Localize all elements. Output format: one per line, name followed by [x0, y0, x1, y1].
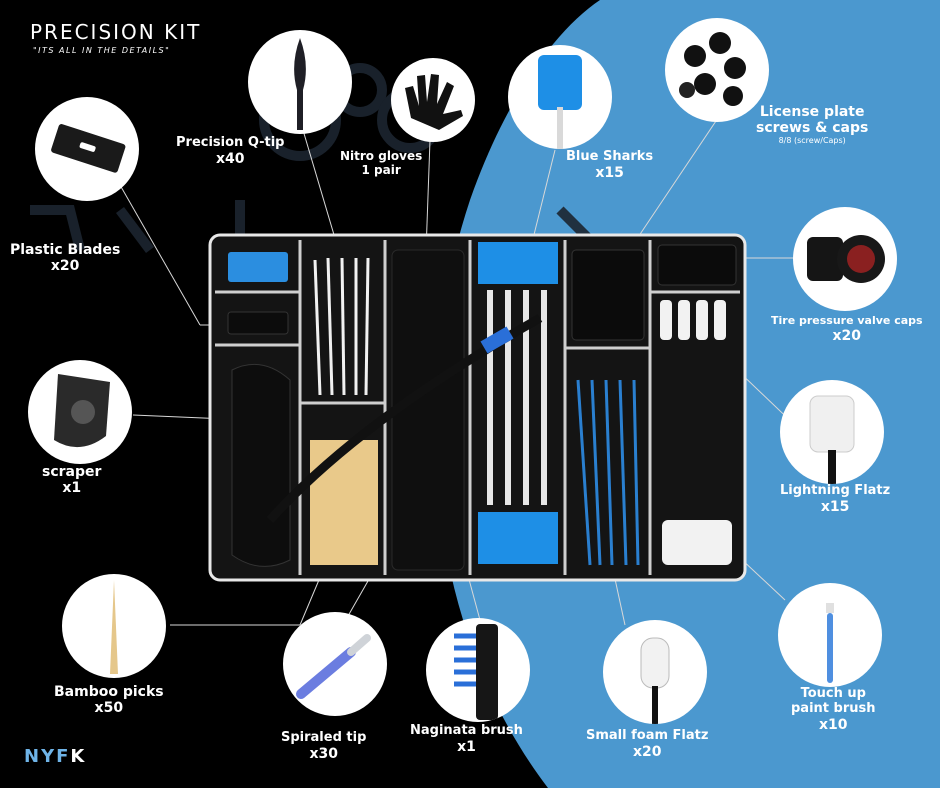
spiral-tip-icon: [296, 634, 371, 699]
label-lightning-flatz: Lightning Flatz x15: [780, 483, 891, 515]
lightning-name: Lightning Flatz: [780, 483, 891, 498]
plastic-blades-circle: [35, 97, 139, 201]
label-bamboo-picks: Bamboo picks x50: [54, 684, 164, 716]
logo-accent-text: K: [70, 746, 87, 767]
small-foam-qty: x20: [632, 743, 662, 760]
bamboo-picks-circle: [62, 574, 166, 678]
qtips-in-box: [313, 257, 370, 396]
glove-icon: [405, 74, 463, 130]
brush-bristles-in-box: [480, 326, 514, 354]
spiral-qty: x30: [309, 745, 338, 762]
small-foam-flatz-circle: [603, 620, 707, 724]
razor-blade-icon: [51, 124, 126, 173]
blue-sharks-top: [478, 242, 558, 284]
small-foam-in-box: [576, 379, 640, 566]
flat-swab-icon: [809, 395, 855, 484]
scraper-in-box: [231, 363, 291, 567]
label-small-foam-flatz: Small foam Flatz x20: [586, 728, 709, 760]
qtip-icon: [294, 38, 306, 130]
logo-main-text: NYF: [24, 746, 71, 767]
naginata-name: Naginata brush: [410, 723, 523, 738]
label-scraper: scraper x1: [42, 464, 101, 496]
shark-sticks: [487, 290, 547, 505]
bamboo-pick-icon: [110, 580, 118, 674]
label-naginata-brush: Naginata brush x1: [410, 723, 523, 755]
spiral-name: Spiraled tip: [281, 730, 367, 745]
gloves-circle: [391, 58, 475, 142]
page-tagline: "ITS ALL IN THE DETAILS": [33, 46, 171, 55]
label-precision-qtip: Precision Q-tip x40: [176, 135, 285, 167]
page-title: PRECISION KIT: [30, 20, 202, 44]
gloves-name: Nitro gloves: [340, 149, 423, 163]
scraper-circle: [28, 360, 132, 464]
naginata-brush-circle: [426, 618, 530, 722]
touchup-name-1: Touch up: [800, 686, 866, 701]
brush-icon: [454, 624, 498, 720]
valve-caps-in-box: [657, 244, 737, 286]
license-sub: 8/8 (screw/Caps): [778, 136, 846, 146]
valve-name: Tire pressure valve caps: [771, 314, 923, 327]
blue-sharks-bottom: [478, 512, 558, 564]
lightning-flatz-circle: [780, 380, 884, 484]
screws-caps-in-box: [571, 249, 645, 341]
brand-logo: NYFK: [24, 746, 86, 767]
label-blue-sharks: Blue Sharks x15: [566, 149, 654, 181]
spiraled-tip-circle: [283, 612, 387, 716]
blue-sharks-circle: [508, 45, 612, 149]
box-dividers: [215, 240, 740, 575]
license-name-1: License plate: [759, 104, 865, 120]
paint-brush-icon: [826, 603, 834, 683]
small-foam-name: Small foam Flatz: [586, 728, 709, 743]
plastic-blades-name: Plastic Blades: [10, 242, 121, 258]
bamboo-bundle-in-box: [310, 440, 378, 565]
blue-blades-in-box: [228, 252, 288, 282]
line-plastic-blades: [119, 184, 201, 326]
valve-qty: x20: [832, 327, 862, 344]
plastic-blades-qty: x20: [50, 258, 80, 275]
touch-up-brush-circle: [778, 583, 882, 687]
touchup-qty: x10: [818, 716, 848, 733]
lightning-flatz-in-box: [660, 300, 732, 565]
license-name-2: screws & caps: [756, 120, 869, 137]
small-foam-swab-icon: [640, 637, 670, 724]
qtip-name: Precision Q-tip: [176, 135, 285, 150]
naginata-qty: x1: [457, 738, 476, 755]
label-nitro-gloves: Nitro gloves 1 pair: [340, 149, 423, 178]
qtip-qty: x40: [215, 150, 245, 167]
black-blades-in-box: [227, 311, 289, 335]
scraper-name: scraper: [42, 464, 102, 480]
label-spiraled-tip: Spiraled tip x30: [281, 730, 367, 762]
label-touch-up-brush: Touch up paint brush x10: [791, 686, 876, 733]
label-tire-valve-caps: Tire pressure valve caps x20: [771, 314, 923, 344]
blue-sharks-name: Blue Sharks: [566, 149, 654, 164]
license-plate-circle: [665, 18, 769, 122]
touchup-name-2: paint brush: [791, 700, 876, 716]
gloves-qty: 1 pair: [361, 162, 401, 177]
lightning-qty: x15: [820, 498, 850, 515]
screw-caps-icon: [679, 32, 746, 106]
bamboo-name: Bamboo picks: [54, 684, 164, 700]
valve-caps-circle: [793, 207, 897, 311]
label-license-plate: License plate screws & caps 8/8 (screw/C…: [756, 104, 868, 145]
blue-sharks-qty: x15: [595, 164, 624, 181]
qtip-circle: [248, 30, 352, 134]
organizer-box: [208, 233, 747, 582]
foam-swab-icon: [538, 55, 582, 149]
valve-cap-icon: [807, 235, 885, 283]
scraper-qty: x1: [62, 480, 82, 497]
label-plastic-blades: Plastic Blades x20: [10, 242, 120, 274]
bamboo-qty: x50: [94, 700, 124, 717]
scraper-icon: [54, 374, 110, 448]
